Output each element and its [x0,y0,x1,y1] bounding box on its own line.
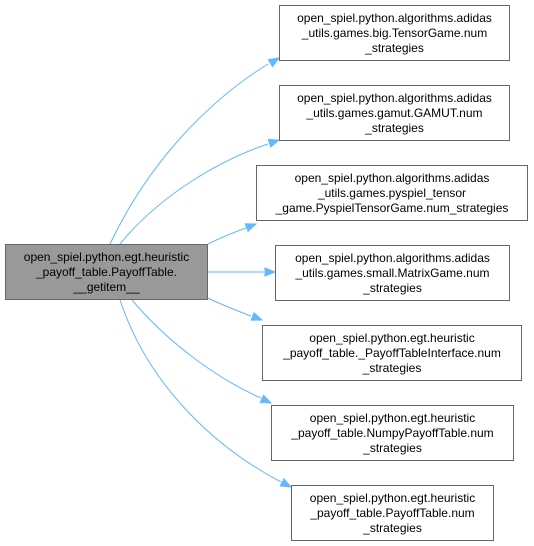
target-node-line: open_spiel.python.egt.heuristic [309,330,475,345]
edge-to-pyspiel-tensorgame [207,227,247,245]
target-node-line: _strategies [363,440,422,455]
target-node-line: open_spiel.python.egt.heuristic [309,410,476,425]
source-node-line-3: __getitem__ [73,279,140,294]
source-node-line-2: _payoff_table.PayoffTable. [35,264,177,279]
target-node-line: _payoff_table._PayoffTableInterface.num [283,345,501,360]
target-node-big-tensorgame[interactable]: open_spiel.python.algorithms.adidas _uti… [279,5,510,61]
edge-to-gamut [119,143,269,245]
edge-to-big-tensorgame [109,63,269,245]
target-node-line: _game.PyspielTensorGame.num_strategies [275,200,509,215]
arrowhead [267,57,281,68]
target-node-gamut[interactable]: open_spiel.python.algorithms.adidas _uti… [279,85,510,141]
target-node-pyspiel-tensorgame[interactable]: open_spiel.python.algorithms.adidas _uti… [256,165,528,221]
source-node-line-1: open_spiel.python.egt.heuristic [23,249,190,264]
edge-to-payofftable [119,299,282,483]
target-node-line: _payoff_table.NumpyPayoffTable.num [291,425,494,440]
target-node-line: _strategies [363,520,422,535]
target-node-line: _utils.games.pyspiel_tensor [317,185,467,200]
target-node-line: _utils.games.gamut.GAMUT.num [306,105,483,120]
edge-to-numpypayofftable [131,299,262,399]
arrowhead [259,394,273,404]
target-node-line: _utils.games.big.TensorGame.num [301,25,488,40]
arrowhead [264,267,277,277]
target-node-line: _strategies [362,360,422,375]
arrowhead [267,138,281,148]
target-node-small-matrixgame[interactable]: open_spiel.python.algorithms.adidas _uti… [275,245,510,301]
target-node-line: _utils.games.small.MatrixGame.num [295,265,490,280]
target-node-line: open_spiel.python.algorithms.adidas [297,90,492,105]
target-node-line: _strategies [365,40,424,55]
arrowhead [279,477,293,488]
arrowhead [244,223,258,233]
target-node-payofftableinterface[interactable]: open_spiel.python.egt.heuristic _payoff_… [262,325,522,381]
target-node-line: _payoff_table.PayoffTable.num [310,505,475,520]
target-node-line: open_spiel.python.algorithms.adidas [295,250,490,265]
arrowhead [250,311,264,321]
target-node-line: open_spiel.python.algorithms.adidas [297,10,492,25]
edge-to-payofftableinterface [207,297,252,317]
target-node-numpypayofftable[interactable]: open_spiel.python.egt.heuristic _payoff_… [271,405,514,461]
target-node-line: _strategies [363,280,422,295]
target-node-line: open_spiel.python.egt.heuristic [309,490,476,505]
target-node-line: _strategies [365,120,424,135]
target-node-payofftable[interactable]: open_spiel.python.egt.heuristic _payoff_… [291,485,494,541]
target-node-line: open_spiel.python.algorithms.adidas [294,170,490,185]
source-node: open_spiel.python.egt.heuristic _payoff_… [5,244,208,300]
